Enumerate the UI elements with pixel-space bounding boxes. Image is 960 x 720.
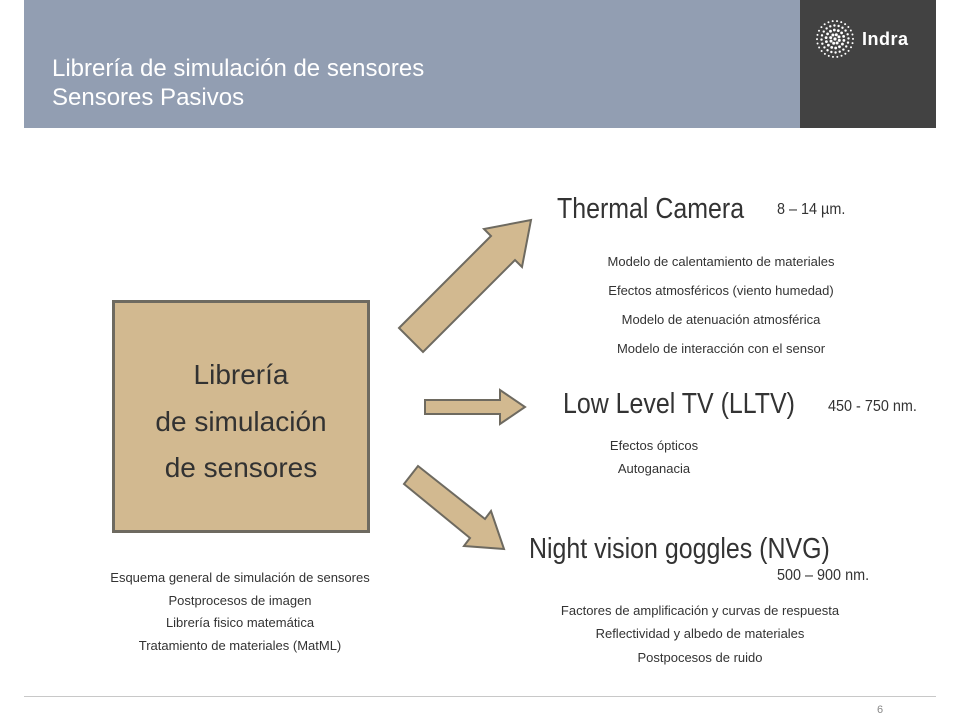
- nvg-feature-1: Factores de amplificación y curvas de re…: [560, 603, 840, 618]
- nvg-feature-3: Postpocesos de ruido: [637, 650, 763, 665]
- left-feature-2: Postprocesos de imagen: [168, 593, 312, 608]
- thermal-feature-2: Efectos atmosféricos (viento humedad): [608, 283, 834, 298]
- indra-dot-sphere-icon: [816, 20, 854, 58]
- footer-divider: [24, 696, 936, 697]
- thermal-feature-3: Modelo de atenuación atmosférica: [621, 312, 821, 327]
- slide-subtitle: Sensores Pasivos: [52, 84, 245, 111]
- indra-logo: Indra: [800, 0, 936, 128]
- library-box: Librería de simulación de sensores: [112, 300, 370, 533]
- lltv-range: 450 - 750 nm.: [828, 398, 917, 415]
- lltv-title: Low Level TV (LLTV): [563, 388, 795, 420]
- library-box-line-1: Librería: [193, 359, 289, 390]
- lltv-feature-2: Autoganacia: [617, 461, 691, 476]
- slide-title: Librería de simulación de sensores: [52, 55, 425, 82]
- arrow-right: [424, 388, 527, 426]
- library-box-line-3: de sensores: [164, 452, 318, 483]
- left-feature-4: Tratamiento de materiales (MatML): [138, 638, 342, 653]
- slide-header: Librería de simulación de sensores Senso…: [24, 0, 800, 128]
- library-box-line-2: de simulación: [155, 406, 327, 437]
- arrow-up-right: [397, 218, 533, 354]
- lltv-feature-1: Efectos ópticos: [609, 438, 699, 453]
- nvg-feature-2: Reflectividad y albedo de materiales: [595, 626, 805, 641]
- left-feature-3: Librería fisico matemática: [165, 615, 315, 630]
- page-number: 6: [877, 704, 884, 716]
- thermal-range: 8 – 14 µm.: [777, 201, 846, 218]
- thermal-feature-1: Modelo de calentamiento de materiales: [607, 254, 835, 269]
- logo-text: Indra: [862, 29, 909, 49]
- nvg-title: Night vision goggles (NVG): [529, 533, 830, 565]
- thermal-camera-title: Thermal Camera: [557, 193, 745, 225]
- thermal-feature-4: Modelo de interacción con el sensor: [616, 341, 826, 356]
- left-feature-1: Esquema general de simulación de sensore…: [110, 570, 370, 585]
- arrow-down-right: [402, 464, 506, 551]
- nvg-range: 500 – 900 nm.: [777, 567, 870, 584]
